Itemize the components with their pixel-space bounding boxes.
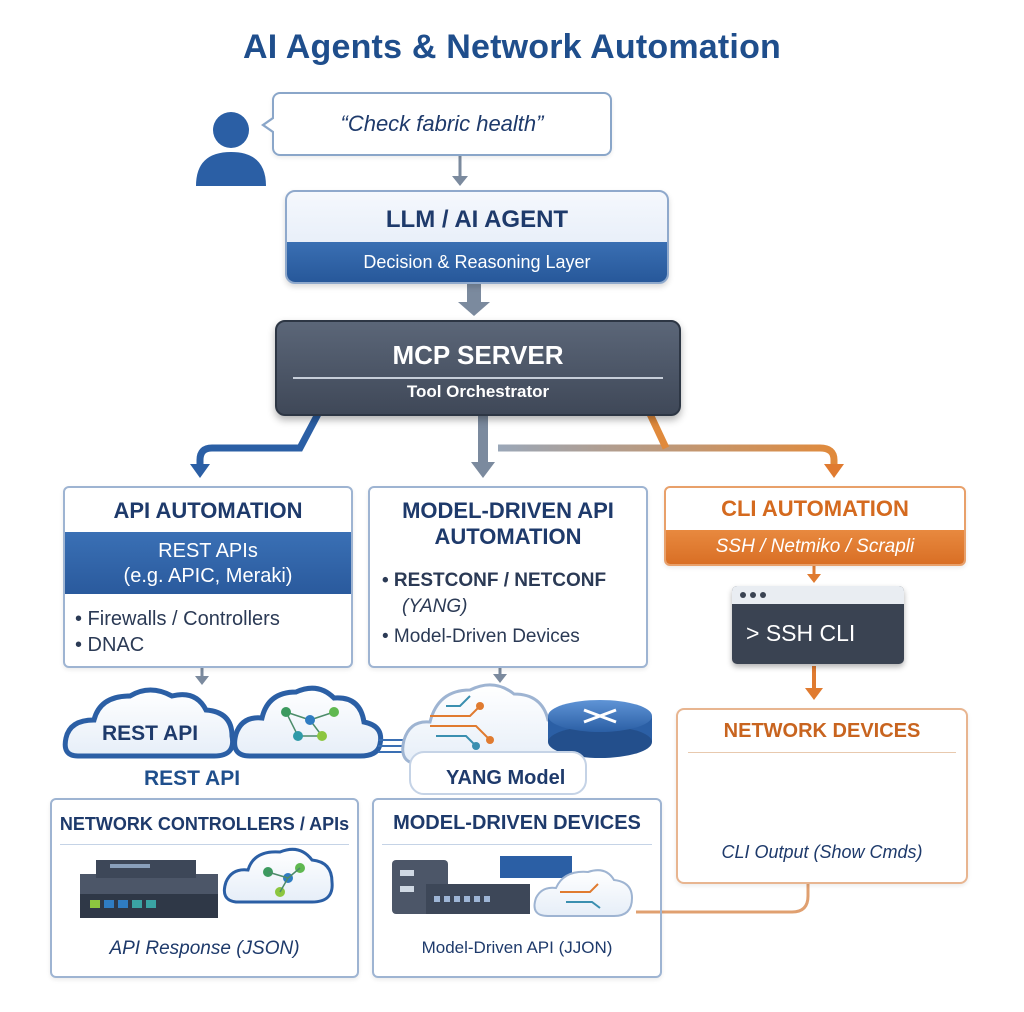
llm-title: LLM / AI AGENT	[385, 206, 569, 233]
arrow-prompt-to-llm	[452, 152, 468, 186]
mcp-subtitle: Tool Orchestrator	[406, 382, 550, 401]
model-driven-title-line-1: MODEL-DRIVEN API	[402, 498, 614, 523]
llm-subtitle-band: Decision & Reasoning Layer	[287, 242, 667, 282]
cli-automation-subtitle: SSH / Netmiko / Scrapli	[715, 536, 915, 557]
api-response-label: API Response (JSON)	[109, 938, 300, 959]
arrow-api-to-cloud	[195, 665, 209, 685]
model-driven-bullets: • RESTCONF / NETCONF (YANG) • Model-Driv…	[382, 568, 640, 650]
rest-api-label: REST API	[144, 767, 241, 790]
model-driven-title-line-2: AUTOMATION	[434, 524, 582, 549]
network-devices-title: NETWORK DEVICES	[723, 720, 921, 742]
model-driven-devices-panel: MODEL-DRIVEN DEVICES Model-Driven API (J…	[372, 798, 662, 978]
api-automation-bullets: • Firewalls / Controllers • DNAC	[75, 606, 345, 658]
network-controllers-title: NETWORK CONTROLLERS / APIs	[59, 814, 350, 834]
llm-agent-box: LLM / AI AGENT Decision & Reasoning Laye…	[285, 190, 669, 284]
network-controllers-divider	[60, 844, 349, 845]
api-automation-band: REST APIs (e.g. APIC, Meraki)	[65, 532, 351, 594]
yang-model-label: YANG Model	[446, 767, 566, 789]
model-driven-device-icons	[392, 856, 634, 917]
cli-output-label: CLI Output (Show Cmds)	[721, 842, 923, 862]
model-driven-api-label: Model-Driven API (JJON)	[421, 938, 613, 957]
list-item: • RESTCONF / NETCONF	[382, 570, 607, 591]
arrow-cli-to-ssh	[807, 564, 821, 583]
api-automation-title: API AUTOMATION	[113, 498, 303, 523]
terminal-title-bar	[732, 586, 904, 604]
cli-automation-band: SSH / Netmiko / Scrapli	[666, 530, 964, 564]
mcp-fanout-connectors	[190, 412, 844, 478]
model-driven-devices-divider	[382, 844, 652, 845]
user-icon	[196, 112, 266, 186]
cli-automation-panel: CLI AUTOMATION SSH / Netmiko / Scrapli	[664, 486, 966, 566]
cli-return-connector	[636, 880, 810, 914]
rest-api-cloud-label: REST API	[102, 722, 199, 745]
mcp-divider	[293, 377, 663, 379]
ssh-cli-label: > SSH CLI	[746, 620, 856, 646]
network-controllers-panel: NETWORK CONTROLLERS / APIs API Response …	[50, 798, 359, 978]
rest-api-cloud	[62, 687, 236, 759]
api-automation-panel: API AUTOMATION REST APIs (e.g. APIC, Mer…	[63, 486, 353, 668]
arrow-llm-to-mcp	[458, 282, 490, 316]
controller-appliance-icon	[80, 860, 218, 918]
cli-automation-title: CLI AUTOMATION	[721, 496, 909, 521]
list-item: • Firewalls / Controllers	[75, 608, 280, 630]
network-graph-cloud	[232, 685, 384, 759]
page-title: AI Agents & Network Automation	[242, 28, 782, 66]
network-devices-panel: NETWORK DEVICES CLI Output (Show Cmds)	[676, 708, 968, 884]
llm-subtitle: Decision & Reasoning Layer	[363, 252, 591, 272]
api-band-line-2: (e.g. APIC, Meraki)	[123, 565, 293, 587]
api-band-line-1: REST APIs	[158, 540, 258, 562]
mcp-title: MCP SERVER	[392, 340, 564, 370]
list-item: • DNAC	[75, 634, 145, 656]
ssh-terminal-window: > SSH CLI	[732, 586, 904, 664]
controller-cloud-icon	[222, 847, 334, 904]
model-driven-automation-panel: MODEL-DRIVEN API AUTOMATION • RESTCONF /…	[368, 486, 648, 668]
list-item-continuation: (YANG)	[402, 596, 468, 617]
yang-label-bubble	[409, 751, 587, 795]
network-devices-divider	[688, 752, 956, 753]
arrow-ssh-to-devices	[805, 666, 823, 700]
router-icon	[548, 700, 652, 758]
mcp-server-box: MCP SERVER Tool Orchestrator	[275, 320, 681, 416]
model-driven-devices-title: MODEL-DRIVEN DEVICES	[393, 812, 641, 834]
list-item: • Model-Driven Devices	[382, 626, 580, 647]
user-prompt-bubble: “Check fabric health”	[261, 92, 612, 156]
user-prompt-text: “Check fabric health”	[340, 111, 544, 136]
